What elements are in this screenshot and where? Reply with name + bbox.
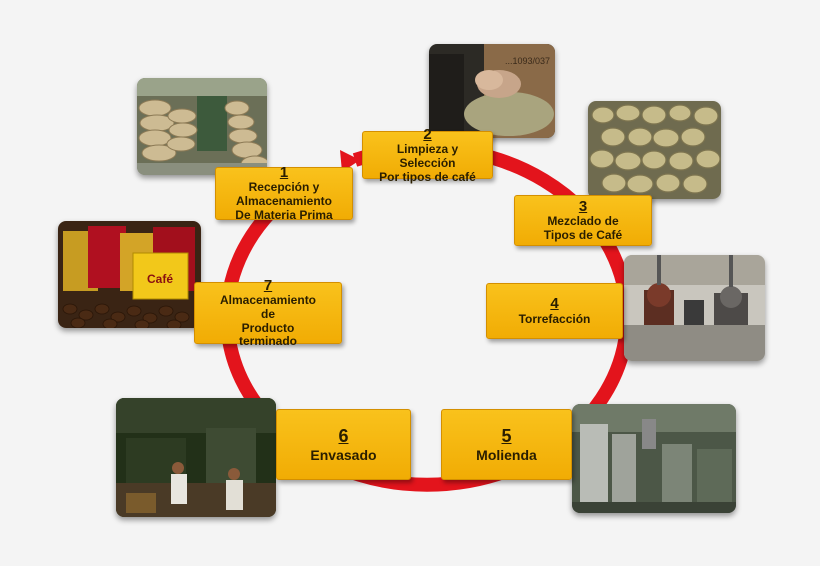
step-1-box: 1 Recepción y Almacenamiento De Materia … bbox=[215, 164, 353, 223]
step-3-label: Mezclado de Tipos de Café bbox=[543, 214, 623, 243]
photo-warehouse-sacks bbox=[137, 78, 267, 175]
step-5-box: 5 Molienda bbox=[441, 409, 572, 480]
step-7-label: Almacenamiento de Producto terminado bbox=[219, 293, 317, 349]
step-4-box: 4 Torrefacción bbox=[486, 283, 623, 339]
cycle-arrow-icon bbox=[340, 150, 360, 172]
step-5-number: 5 bbox=[501, 426, 512, 447]
step-1-number: 1 bbox=[279, 164, 289, 182]
step-7-number: 7 bbox=[263, 276, 273, 294]
step-6-label: Envasado bbox=[310, 446, 377, 463]
step-6-box: 6 Envasado bbox=[276, 409, 411, 480]
photo-grinding-plant bbox=[572, 404, 736, 513]
step-2-label: Limpieza y Selección Por tipos de café bbox=[379, 141, 476, 184]
photo-packaging-workers bbox=[116, 398, 276, 517]
step-6-number: 6 bbox=[338, 426, 349, 447]
step-7-box: 7 Almacenamiento de Producto terminado bbox=[194, 277, 342, 348]
step-2-number: 2 bbox=[423, 125, 432, 143]
photo-green-coffee-sack: ...1093/037 bbox=[429, 44, 555, 138]
photo-coffee-bags-and-roasted-beans: Café bbox=[58, 221, 201, 328]
step-2-box: 2 Limpieza y Selección Por tipos de café bbox=[362, 126, 493, 183]
step-3-box: 3 Mezclado de Tipos de Café bbox=[514, 195, 652, 246]
product-brand-text: Café bbox=[147, 272, 173, 286]
sack-print-text: ...1093/037 bbox=[505, 56, 550, 66]
photo-green-coffee-beans bbox=[588, 101, 721, 199]
step-5-label: Molienda bbox=[476, 446, 537, 463]
step-4-number: 4 bbox=[550, 295, 559, 313]
step-4-label: Torrefacción bbox=[518, 311, 591, 326]
step-3-number: 3 bbox=[578, 198, 588, 216]
photo-roasting-plant bbox=[624, 255, 765, 361]
step-1-label: Recepción y Almacenamiento De Materia Pr… bbox=[235, 180, 333, 223]
